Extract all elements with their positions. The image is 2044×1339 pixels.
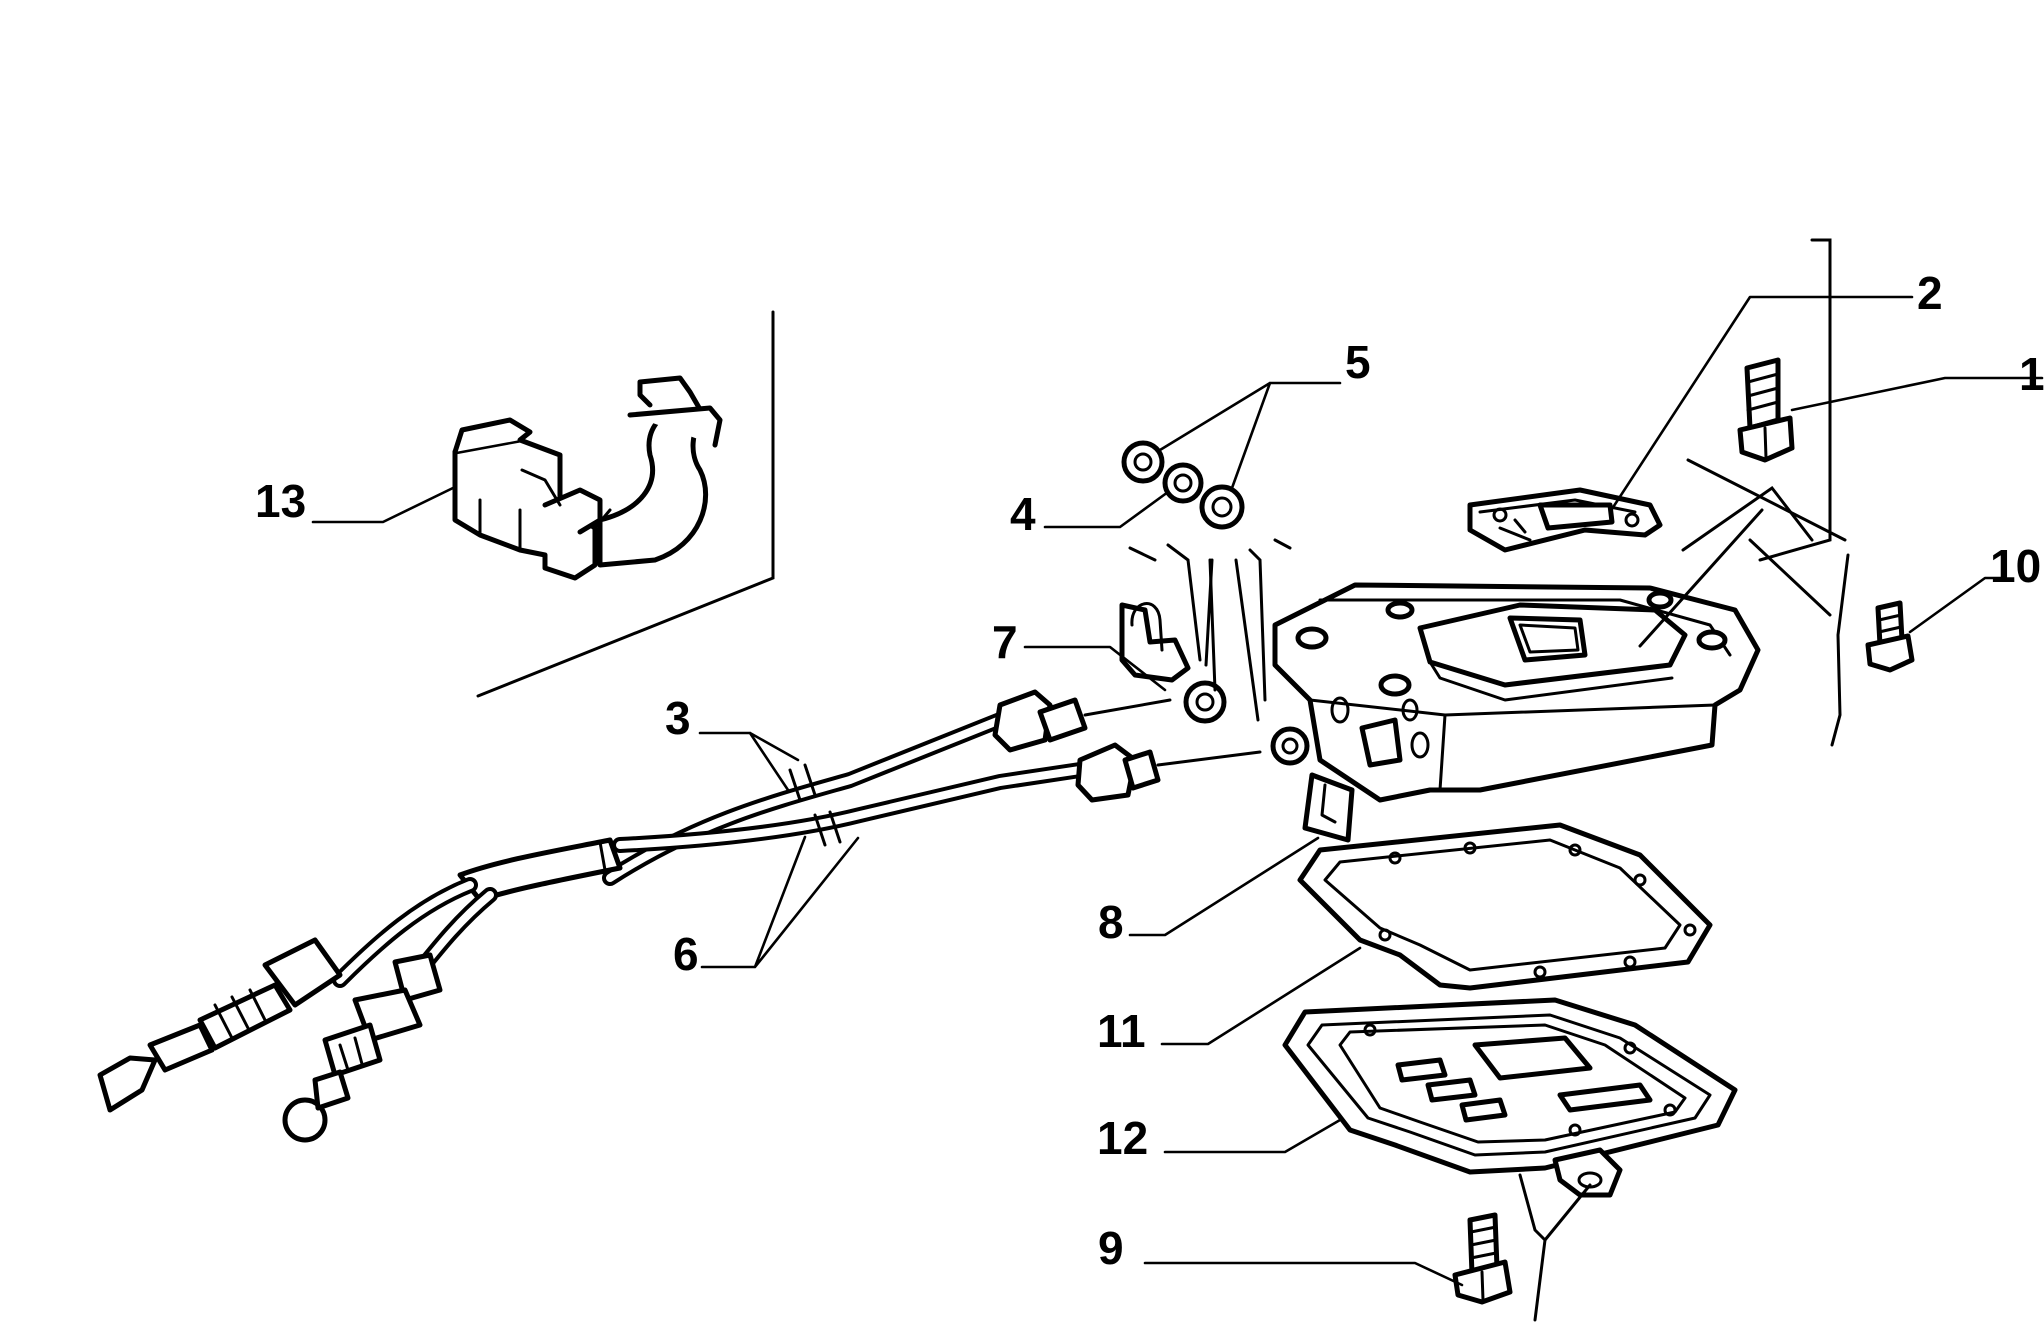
- leader-4: [1043, 490, 1170, 529]
- callout-12: 12: [1097, 1112, 1148, 1164]
- callout-6: 6: [673, 928, 699, 980]
- part-11-gasket: [1297, 822, 1713, 991]
- part-1-bolt: [1737, 357, 1795, 463]
- leader-7: [1023, 645, 1167, 692]
- gear-shift-housing: [1272, 582, 1761, 803]
- leader-5: [1158, 381, 1342, 490]
- callout-8: 8: [1098, 896, 1124, 948]
- leader-9: [1143, 1261, 1464, 1287]
- callout-11: 11: [1097, 1005, 1146, 1057]
- callout-10: 10: [1990, 540, 2041, 592]
- group-bracket-housing-right: [1686, 458, 1850, 747]
- group-bracket-cables: [1128, 538, 1292, 722]
- callout-4: 4: [1010, 488, 1036, 540]
- leader-lines: [311, 295, 2044, 1287]
- part-3-6-shift-cables: [97, 680, 1310, 1143]
- callout-5: 5: [1345, 336, 1371, 388]
- part-5-washer-right: [1199, 484, 1245, 530]
- callout-2: 2: [1917, 267, 1943, 319]
- leader-1: [1790, 376, 2044, 412]
- part-8-clip: [1302, 772, 1355, 843]
- part-5-washer-left: [1121, 440, 1165, 484]
- leader-2: [1608, 295, 1914, 514]
- callout-1: 1: [2019, 348, 2044, 400]
- part-9-bolt: [1452, 1212, 1513, 1305]
- part-12-bottom-plate: [1282, 997, 1738, 1198]
- group-bracket-2: [1638, 485, 1814, 648]
- leader-12: [1163, 1118, 1342, 1154]
- part-4-nut: [1162, 462, 1204, 504]
- callout-9: 9: [1098, 1222, 1124, 1274]
- callout-labels: 1 2 3 4 5 6 7 8 9 10 11 12 13: [255, 267, 2044, 1274]
- leader-8: [1128, 836, 1320, 937]
- callout-3: 3: [665, 692, 691, 744]
- leader-3: [698, 731, 800, 792]
- leader-10: [1908, 576, 2007, 634]
- part-10-bolt: [1865, 600, 1915, 673]
- group-bracket-bottom: [1518, 1173, 1592, 1322]
- leader-11: [1160, 946, 1362, 1046]
- part-13-bracket-frame: [476, 310, 775, 698]
- group-bracket-1: [1758, 238, 1832, 562]
- part-2-cover-plate: [1467, 487, 1663, 553]
- callout-7: 7: [992, 616, 1018, 668]
- callout-13: 13: [255, 475, 306, 527]
- part-13-cable-clip: [452, 375, 723, 581]
- part-7-retaining-clip: [1119, 602, 1191, 683]
- leader-13: [311, 485, 457, 524]
- leader-6: [700, 835, 860, 969]
